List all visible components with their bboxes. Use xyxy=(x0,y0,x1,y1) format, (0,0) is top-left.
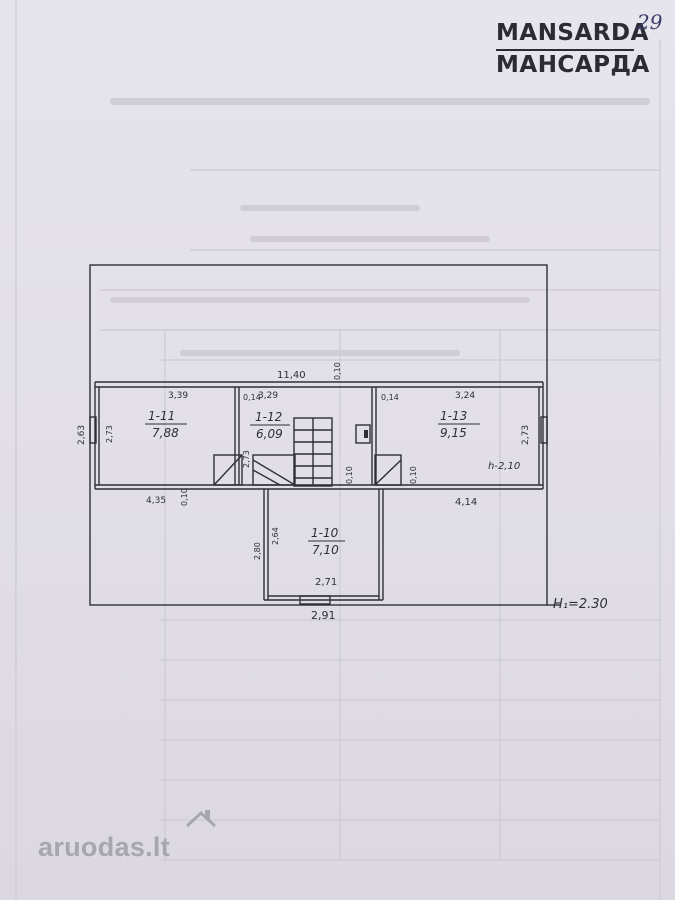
dim-room12-width: 3,29 xyxy=(258,391,278,401)
stamp-mansarda-latin: MANSARDA xyxy=(496,20,649,46)
dim-room10-outer: 2,80 xyxy=(253,542,262,560)
house-logo-icon xyxy=(185,810,217,828)
dim-wall-b: 0,14 xyxy=(381,393,399,402)
underlines xyxy=(145,423,480,542)
dim-room13-width: 3,24 xyxy=(455,391,475,401)
page-number: 29 xyxy=(637,10,663,34)
floor-height-label: H₁=2.30 xyxy=(553,597,608,612)
dim-mid-wall-a: 0,10 xyxy=(180,488,189,506)
dim-total-width: 11,40 xyxy=(277,370,306,381)
stamp-mansarda-cyrillic: МАНСАРДА xyxy=(496,52,650,78)
dim-wall-a: 0,14 xyxy=(243,393,261,402)
dim-room13-depth: 2,73 xyxy=(521,425,531,445)
room-label-1-10: 1-10 xyxy=(311,526,339,540)
room-area-1-10: 7,10 xyxy=(312,543,339,557)
dim-right-lower: 4,14 xyxy=(455,497,477,508)
plan-walls xyxy=(89,264,560,606)
room-label-1-13: 1-13 xyxy=(440,409,467,423)
dim-room10-inner-width: 2,71 xyxy=(315,577,337,588)
watermark-aruodas: aruodas.lt xyxy=(38,832,171,862)
dim-left-lower: 4,35 xyxy=(146,496,166,506)
room-area-1-13: 9,15 xyxy=(440,426,467,440)
dim-room11-width: 3,39 xyxy=(168,391,188,401)
dim-room10-outer-width: 2,91 xyxy=(311,609,336,622)
room-area-1-12: 6,09 xyxy=(256,427,283,441)
stamp-divider xyxy=(496,49,634,51)
dim-room12-depth: 2,73 xyxy=(242,450,251,468)
room-label-1-12: 1-12 xyxy=(255,410,282,424)
plan-hatch-marks xyxy=(364,430,368,438)
dim-top-wall: 0,10 xyxy=(333,362,342,380)
room-area-1-11: 7,88 xyxy=(152,426,179,440)
dim-left-outer: 2,63 xyxy=(77,425,87,445)
dim-room10-depth: 2,64 xyxy=(271,527,280,545)
dim-height-room13: h-2,10 xyxy=(488,461,520,472)
dim-room11-depth: 2,73 xyxy=(105,425,114,443)
dim-mid-wall-b: 0,10 xyxy=(345,466,354,484)
room-label-1-11: 1-11 xyxy=(148,409,175,423)
dim-mid-wall-c: 0,10 xyxy=(409,466,418,484)
